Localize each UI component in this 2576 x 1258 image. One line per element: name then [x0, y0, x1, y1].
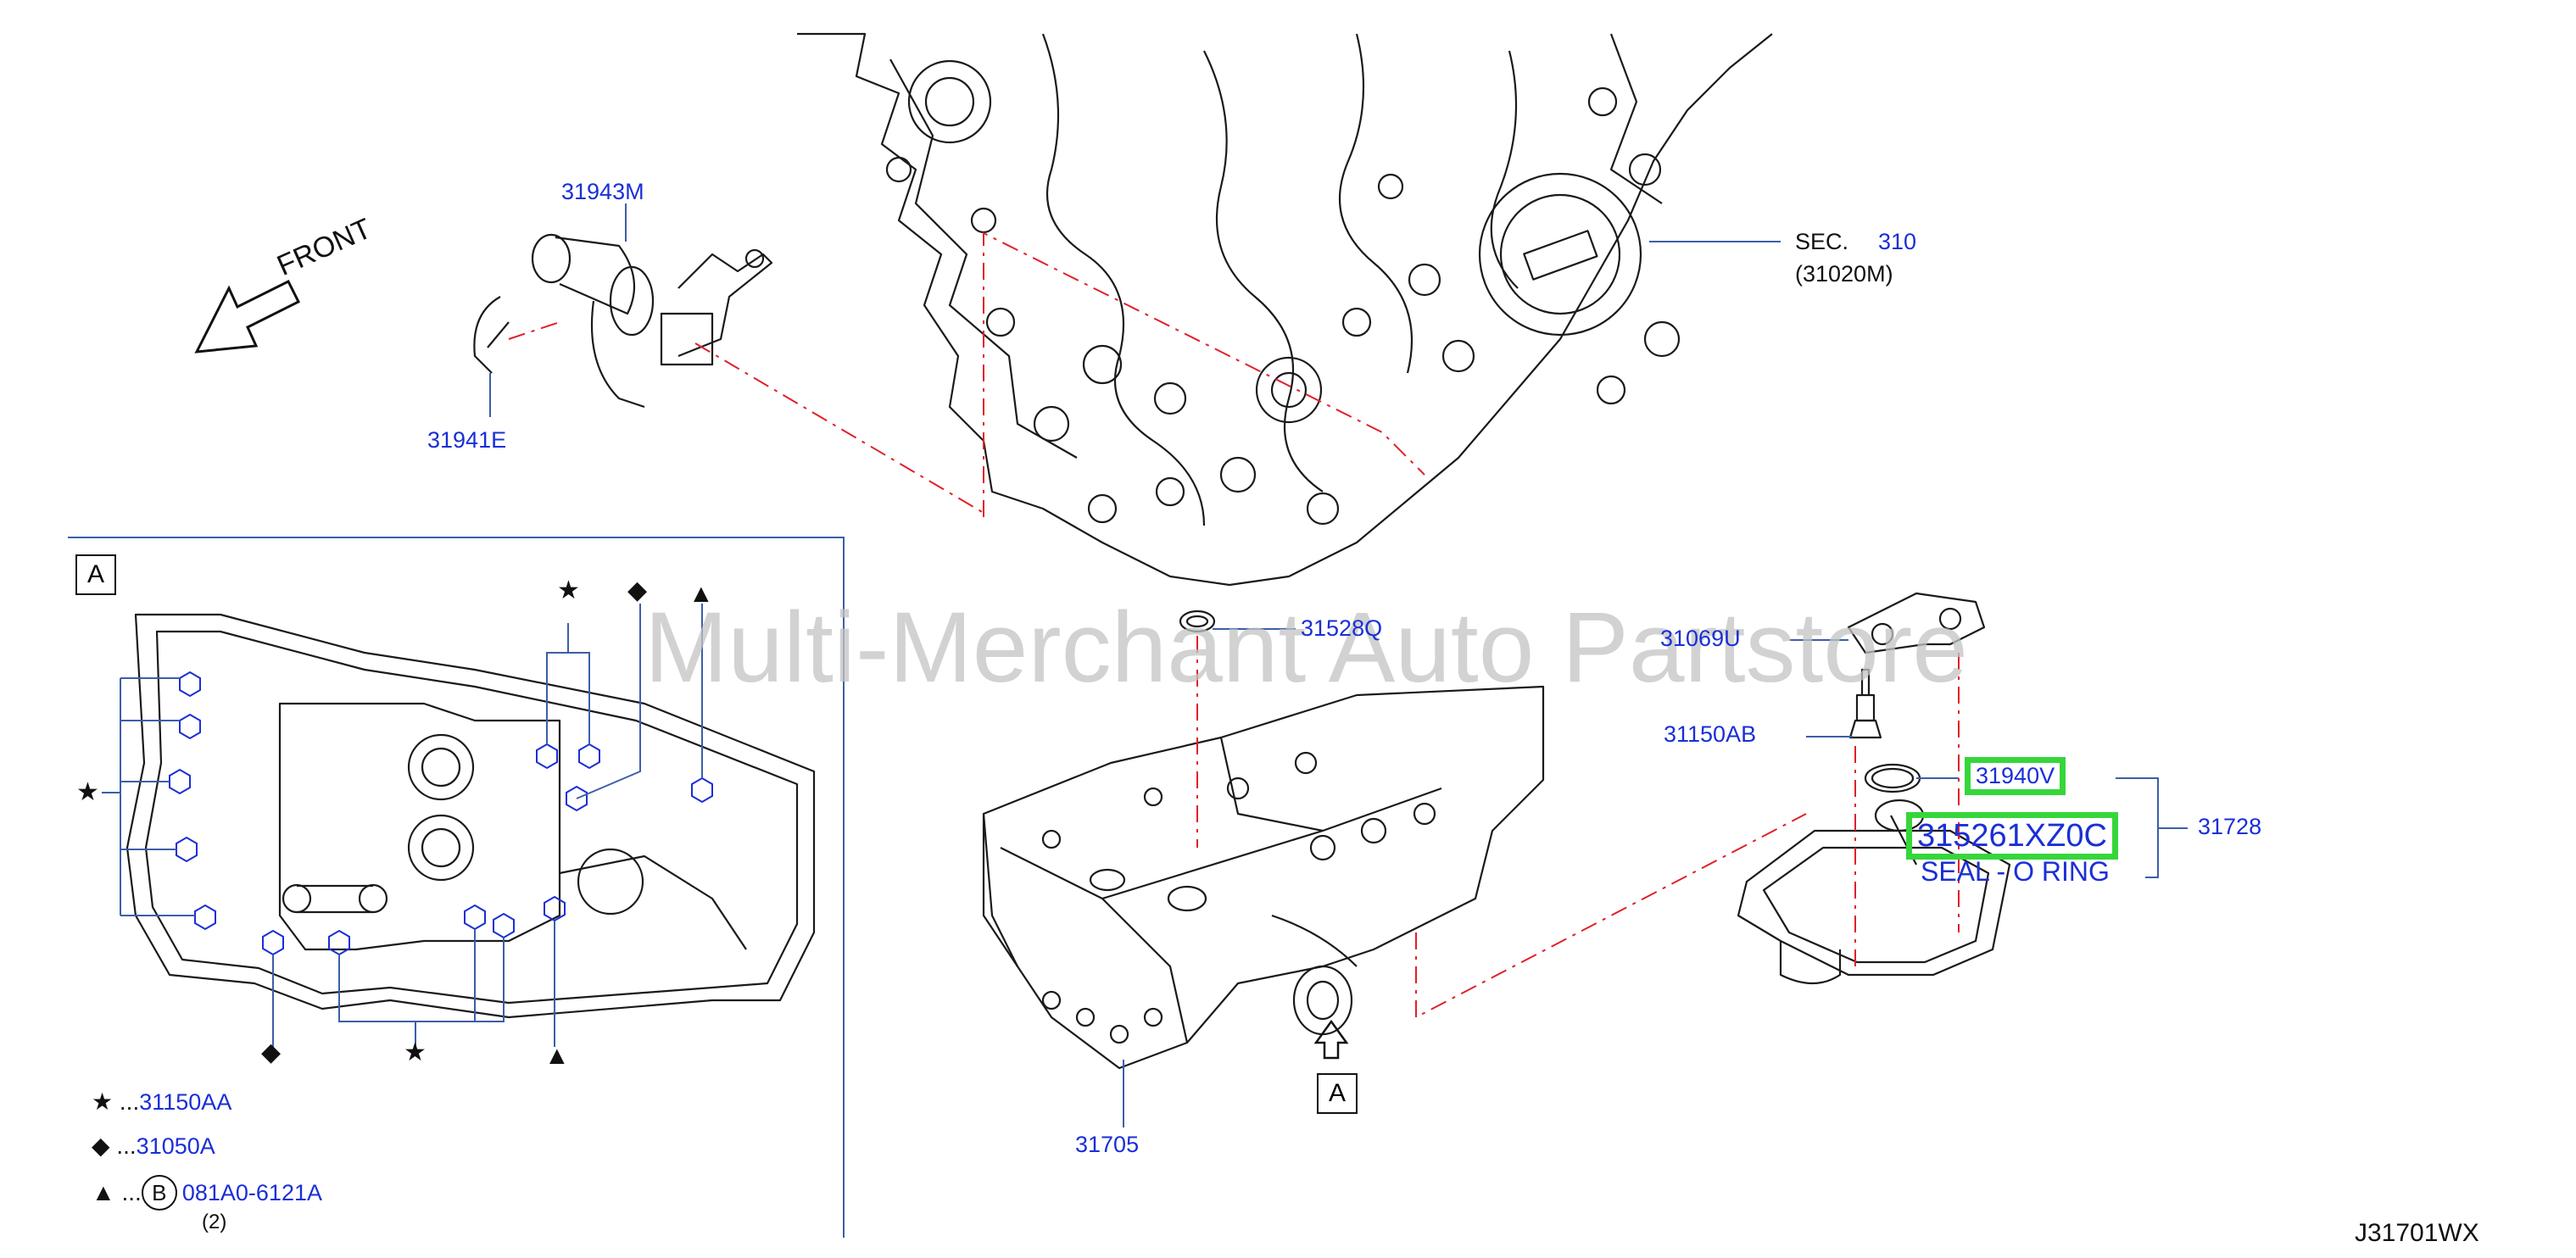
star-symbol-left: ★ — [76, 778, 99, 806]
triangle-symbol-top: ▲ — [689, 580, 714, 608]
view-a-oil-pan-drawing — [125, 613, 816, 1019]
part-31528Q-label[interactable]: 31528Q — [1301, 615, 1383, 641]
view-up-arrow-icon — [1313, 1019, 1349, 1060]
legend-diamond-symbol: ◆ — [92, 1133, 110, 1159]
section-sub: (31020M) — [1795, 261, 1893, 287]
star-symbol-bottom: ★ — [404, 1038, 427, 1066]
triangle-symbol-bottom: ▲ — [544, 1042, 570, 1070]
diagram-code: J31701WX — [2355, 1219, 2479, 1247]
legend-row-diamond: ◆ ...31050A — [92, 1133, 215, 1159]
part-31943M-label[interactable]: 31943M — [561, 179, 644, 204]
transmission-case-drawing — [797, 32, 1773, 587]
part-315261XZ0C-highlighted[interactable]: 315261XZ0C — [1906, 812, 2118, 860]
watermark: Multi-Merchant Auto Partstore — [644, 592, 1968, 704]
part-31940V-highlighted[interactable]: 31940V — [1965, 757, 2066, 795]
part-31150AB-label[interactable]: 31150AB — [1664, 721, 1757, 747]
part-31705-label[interactable]: 31705 — [1075, 1132, 1140, 1157]
diamond-symbol-top: ◆ — [627, 576, 648, 604]
part-31728-label[interactable]: 31728 — [2198, 814, 2262, 839]
view-a-marker: A — [75, 554, 116, 595]
assembly-dash-lines — [508, 231, 1960, 1019]
legend-part-31050A[interactable]: 31050A — [136, 1133, 215, 1159]
bracket-drawing — [1847, 592, 1986, 739]
legend-star-symbol: ★ — [92, 1088, 114, 1115]
seal-o-ring-description: SEAL - O RING — [1921, 856, 2110, 887]
view-a-arrow-marker: A — [1317, 1073, 1358, 1114]
diamond-symbol-bottom: ◆ — [261, 1038, 282, 1066]
part-31069U-label[interactable]: 31069U — [1660, 626, 1741, 651]
legend-qty: (2) — [202, 1211, 227, 1233]
legend-triangle-symbol: ▲ — [92, 1179, 115, 1205]
section-prefix: SEC. — [1795, 229, 1849, 254]
star-symbol-top: ★ — [557, 576, 580, 604]
legend-row-star: ★ ...31150AA — [92, 1088, 232, 1115]
part-31941E-label[interactable]: 31941E — [427, 427, 507, 453]
bolt-hex-markers — [169, 671, 713, 956]
control-valve-body-drawing — [982, 610, 1545, 1070]
oil-strainer-drawing — [1737, 763, 2011, 984]
front-arrow-icon — [194, 279, 301, 353]
legend-part-31150AA[interactable]: 31150AA — [139, 1089, 232, 1115]
legend-part-081A0-6121A[interactable]: 081A0-6121A — [181, 1180, 322, 1205]
section-number-link[interactable]: 310 — [1878, 229, 1917, 254]
legend-circle-b: B — [141, 1175, 177, 1211]
solenoid-assembly-drawing — [473, 233, 773, 409]
